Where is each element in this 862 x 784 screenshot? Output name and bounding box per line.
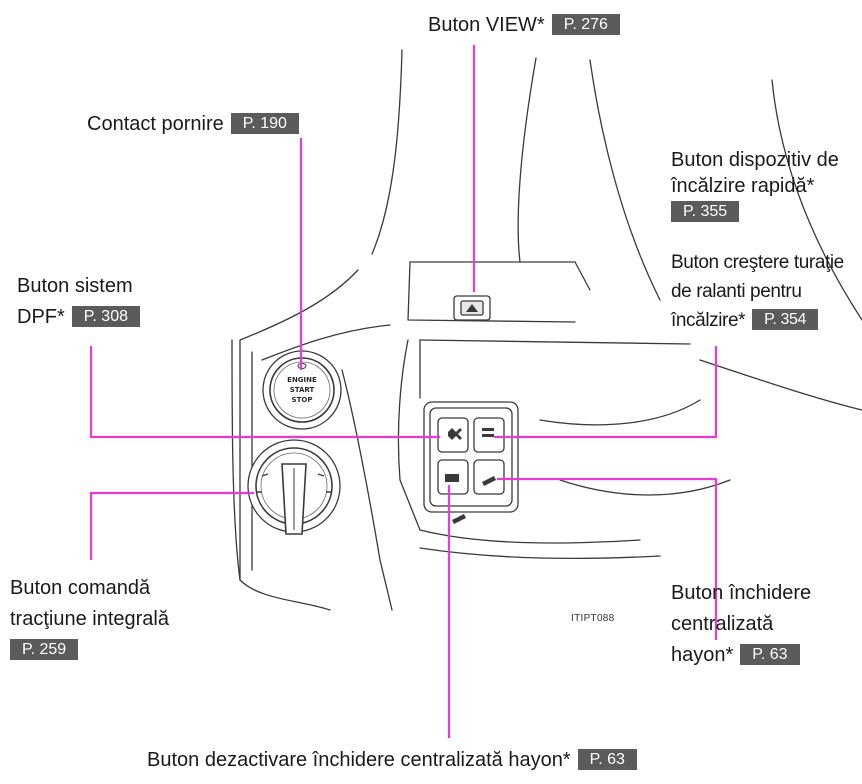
switch-panel bbox=[429, 407, 513, 507]
column-outline bbox=[397, 339, 421, 531]
lower-console bbox=[419, 547, 661, 560]
callout-preheat-line2: încălzire rapidă* bbox=[671, 175, 815, 197]
page-ref-view[interactable]: P. 276 bbox=[551, 14, 620, 35]
start-label: START bbox=[290, 386, 315, 394]
callout-start-text: Contact pornire bbox=[87, 113, 224, 135]
callout-idle-up-button: Buton creştere turaţie de ralanti pentru… bbox=[671, 248, 844, 335]
leader-dpf bbox=[89, 346, 440, 439]
tailgate-icon bbox=[482, 476, 496, 486]
view-button-icon bbox=[453, 295, 491, 321]
callout-preheat-line1: Buton dispozitiv de bbox=[671, 149, 839, 171]
callout-idle-line1: Buton creştere turaţie bbox=[671, 252, 844, 273]
callout-tailgate-unlock: Buton dezactivare închidere centralizată… bbox=[147, 749, 637, 772]
engine-start-stop-button: ENGINE START STOP bbox=[262, 350, 342, 430]
idle-icon bbox=[482, 428, 494, 431]
callout-fourwd-line1: Buton comandă bbox=[10, 577, 151, 599]
stop-label: STOP bbox=[292, 396, 313, 404]
page-ref-preheat[interactable]: P. 355 bbox=[671, 201, 740, 222]
switch-panel bbox=[423, 401, 519, 513]
callout-lock-line3: hayon* bbox=[671, 644, 734, 666]
callout-dpf-button: Buton sistem DPF* P. 308 bbox=[17, 271, 140, 333]
page-ref-fourwd[interactable]: P. 259 bbox=[10, 639, 79, 660]
console-outline bbox=[589, 59, 661, 301]
idle-icon bbox=[482, 434, 494, 437]
callout-idle-line3: încălzire* bbox=[671, 310, 746, 331]
column-outline bbox=[419, 339, 691, 345]
console-outline bbox=[239, 269, 359, 341]
preheat-icon bbox=[445, 474, 459, 482]
page-ref-lock[interactable]: P. 63 bbox=[740, 644, 800, 665]
console-outline bbox=[771, 79, 862, 321]
console-outline bbox=[371, 49, 403, 255]
lower-console bbox=[539, 399, 701, 426]
callout-view-text: Buton VIEW* bbox=[428, 14, 545, 36]
lower-console bbox=[419, 529, 641, 544]
console-outline bbox=[574, 261, 591, 291]
callout-idle-line2: de ralanti pentru bbox=[671, 281, 802, 302]
lower-console bbox=[559, 479, 731, 496]
leader-lines bbox=[89, 45, 718, 738]
callout-lock-line1: Buton închidere bbox=[671, 582, 812, 604]
leader-lock bbox=[497, 477, 718, 640]
leader-fourwd bbox=[89, 491, 254, 560]
callout-tailgate-lock: Buton închidere centralizată hayon* P. 63 bbox=[671, 578, 811, 671]
console-outline bbox=[407, 261, 576, 323]
figure-code: ITIPT088 bbox=[571, 613, 615, 624]
console-outline bbox=[699, 359, 862, 411]
callout-dpf-line2: DPF* bbox=[17, 306, 65, 328]
callout-lock-line2: centralizată bbox=[671, 613, 774, 635]
page-ref-start[interactable]: P. 190 bbox=[230, 113, 299, 134]
dpf-icon bbox=[448, 428, 462, 440]
leader-idle bbox=[494, 346, 718, 439]
panel-outline bbox=[261, 324, 391, 361]
callout-start-switch: Contact pornire P. 190 bbox=[87, 113, 299, 136]
callout-view-button: Buton VIEW* P. 276 bbox=[428, 14, 620, 37]
callout-four-wheel-drive: Buton comandă tracţiune integrală P. 259 bbox=[10, 573, 169, 666]
column-outline bbox=[341, 369, 393, 611]
tailgate-lock-switch bbox=[473, 459, 505, 495]
callout-fourwd-line2: tracţiune integrală bbox=[10, 608, 169, 630]
callout-dpf-line1: Buton sistem bbox=[17, 275, 133, 297]
panel-emblem bbox=[452, 514, 466, 524]
page-ref-dpf[interactable]: P. 308 bbox=[71, 306, 140, 327]
four-wheel-drive-dial bbox=[247, 439, 341, 535]
page-ref-idle[interactable]: P. 354 bbox=[752, 309, 818, 330]
page-ref-unlock[interactable]: P. 63 bbox=[577, 749, 637, 770]
engine-label: ENGINE bbox=[287, 376, 317, 384]
console-outline bbox=[517, 57, 537, 263]
callout-unlock-text: Buton dezactivare închidere centralizată… bbox=[147, 749, 571, 771]
panel-outline bbox=[231, 339, 331, 611]
callout-preheat-button: Buton dispozitiv de încălzire rapidă* P.… bbox=[671, 147, 839, 225]
